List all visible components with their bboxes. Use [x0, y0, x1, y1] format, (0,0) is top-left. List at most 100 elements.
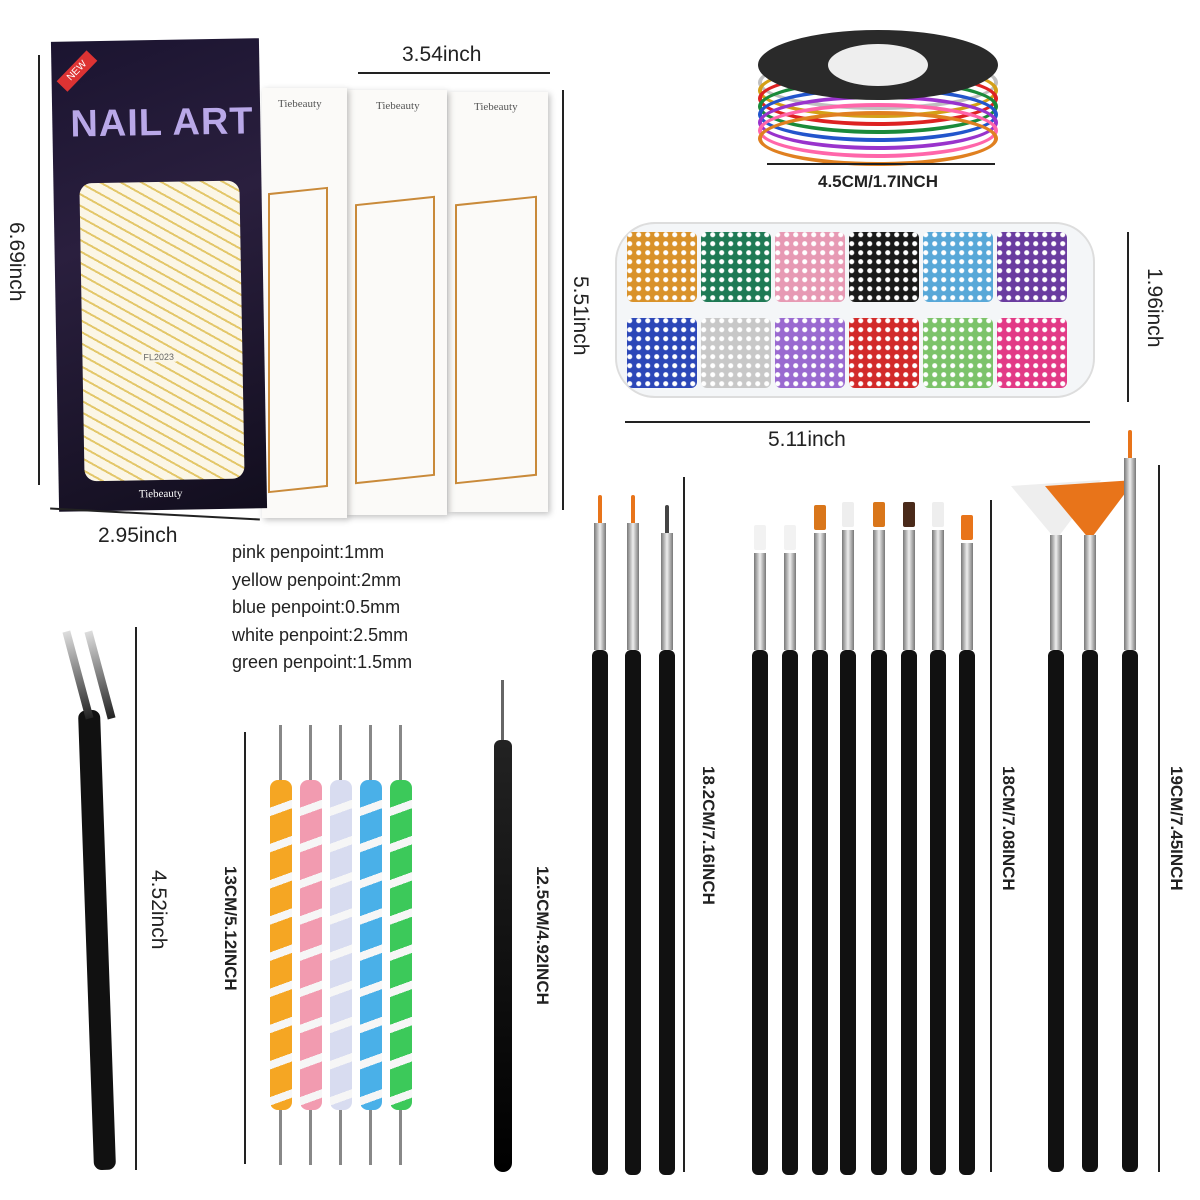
new-badge: NEW	[56, 50, 98, 92]
rhinestone-compartment	[627, 232, 697, 302]
liner-brush	[488, 680, 518, 1175]
dimension-line	[562, 90, 564, 510]
pack-width-label: 2.95inch	[98, 524, 178, 547]
dotting-tool	[300, 780, 322, 1110]
gold-frame	[355, 195, 435, 485]
brush-handle	[592, 650, 608, 1175]
sticker-card-2	[345, 90, 447, 515]
brush-tip	[784, 525, 796, 550]
brush-ferrule	[594, 523, 606, 650]
brush-tip	[665, 505, 669, 535]
rhinestone-compartment	[849, 232, 919, 302]
dotting-tool-tip	[279, 1110, 282, 1165]
brush-tip	[631, 495, 635, 525]
brush-ferrule	[1050, 535, 1062, 650]
dotting-tool	[360, 780, 382, 1110]
dimension-line	[244, 732, 246, 1164]
rhinestone-compartment	[923, 318, 993, 388]
dimension-line	[990, 500, 992, 1172]
dotting-tool-tip	[309, 725, 312, 785]
pack-height-label: 6.69inch	[5, 222, 28, 302]
rhinestone-compartment	[923, 232, 993, 302]
brush-tip	[754, 525, 766, 550]
sticker-card-3	[448, 92, 548, 512]
dotting-tool-tip	[339, 725, 342, 785]
penpoint-item: yellow penpoint:2mm	[232, 569, 402, 590]
brush-handle	[1048, 650, 1064, 1172]
tweezers	[62, 630, 126, 1171]
brush-handle	[1122, 650, 1138, 1172]
brush-tip	[842, 502, 854, 527]
brush-handle	[812, 650, 828, 1175]
dimension-line	[135, 627, 137, 1170]
brush-handle	[901, 650, 917, 1175]
dimension-line	[767, 163, 995, 165]
dimension-line	[625, 421, 1090, 423]
brush-handle	[840, 650, 856, 1175]
brush-handle	[1082, 650, 1098, 1172]
brush-ferrule	[754, 553, 766, 650]
brush-ferrule	[814, 533, 826, 650]
brush-ferrule	[903, 530, 915, 650]
box-width-label: 5.11inch	[768, 428, 846, 451]
brush-ferrule	[627, 523, 639, 650]
dimension-line	[1127, 232, 1129, 402]
brush-tip	[598, 495, 602, 525]
brush-set1-length-label: 18.2CM/7.16INCH	[699, 766, 718, 905]
pack-title: NAIL ART	[69, 100, 254, 146]
tweezer-length-label: 4.52inch	[147, 870, 170, 950]
brush-ferrule	[1124, 458, 1136, 650]
brush-ferrule	[842, 530, 854, 650]
brush-tip	[873, 502, 885, 527]
sticker-sheet	[79, 180, 245, 482]
tape-layer	[758, 111, 998, 166]
brand-label: Tiebeauty	[376, 100, 420, 112]
liner-length-label: 12.5CM/4.92INCH	[533, 866, 552, 1005]
gold-frame	[455, 195, 537, 485]
dimension-line	[1158, 465, 1160, 1172]
rhinestone-compartment	[627, 318, 697, 388]
brush-handle	[782, 650, 798, 1175]
card-height-label: 5.51inch	[569, 276, 592, 356]
brush-tip	[1128, 430, 1132, 460]
brush-handle	[930, 650, 946, 1175]
tape-core	[828, 44, 928, 86]
penpoint-item: blue penpoint:0.5mm	[232, 597, 401, 617]
brand-label: Tiebeauty	[474, 101, 518, 113]
brand-label: Tiebeauty	[278, 98, 322, 110]
brush-ferrule	[873, 530, 885, 650]
sticker-card-1	[262, 88, 347, 518]
card-width-label: 3.54inch	[402, 43, 482, 66]
brush-handle	[625, 650, 641, 1175]
rhinestone-box	[615, 222, 1095, 398]
rhinestone-compartment	[775, 318, 845, 388]
brush-ferrule	[961, 543, 973, 650]
dotting-tool-tip	[369, 1110, 372, 1165]
gold-frame	[268, 186, 328, 494]
box-height-label: 1.96inch	[1143, 268, 1166, 348]
dotting-tools	[262, 725, 422, 1170]
nail-art-pack: NEW NAIL ART FL2023 Tiebeauty	[50, 38, 268, 512]
brush-handle	[959, 650, 975, 1175]
brush-set2-length-label: 18CM/7.08INCH	[999, 766, 1018, 891]
penpoint-list: pink penpoint:1mm yellow penpoint:2mm bl…	[232, 539, 412, 677]
brush-tip	[903, 502, 915, 527]
dotting-tool-tip	[399, 1110, 402, 1165]
brush-tip	[932, 502, 944, 527]
brush-ferrule	[1084, 535, 1096, 650]
dimension-line	[683, 477, 685, 1172]
sticker-code: FL2023	[141, 351, 177, 363]
brush-tip	[961, 515, 973, 540]
rhinestone-compartment	[701, 318, 771, 388]
dotting-length-label: 13CM/5.12INCH	[221, 866, 240, 991]
penpoint-item: white penpoint:2.5mm	[232, 624, 409, 645]
brush-ferrule	[661, 533, 673, 650]
rhinestone-compartment	[849, 318, 919, 388]
rhinestone-compartment	[997, 232, 1067, 302]
penpoint-item: green penpoint:1.5mm	[232, 652, 413, 672]
dotting-tool	[390, 780, 412, 1110]
dotting-tool	[330, 780, 352, 1110]
brush-tip	[814, 505, 826, 530]
dotting-tool-tip	[339, 1110, 342, 1165]
rhinestone-compartment	[997, 318, 1067, 388]
